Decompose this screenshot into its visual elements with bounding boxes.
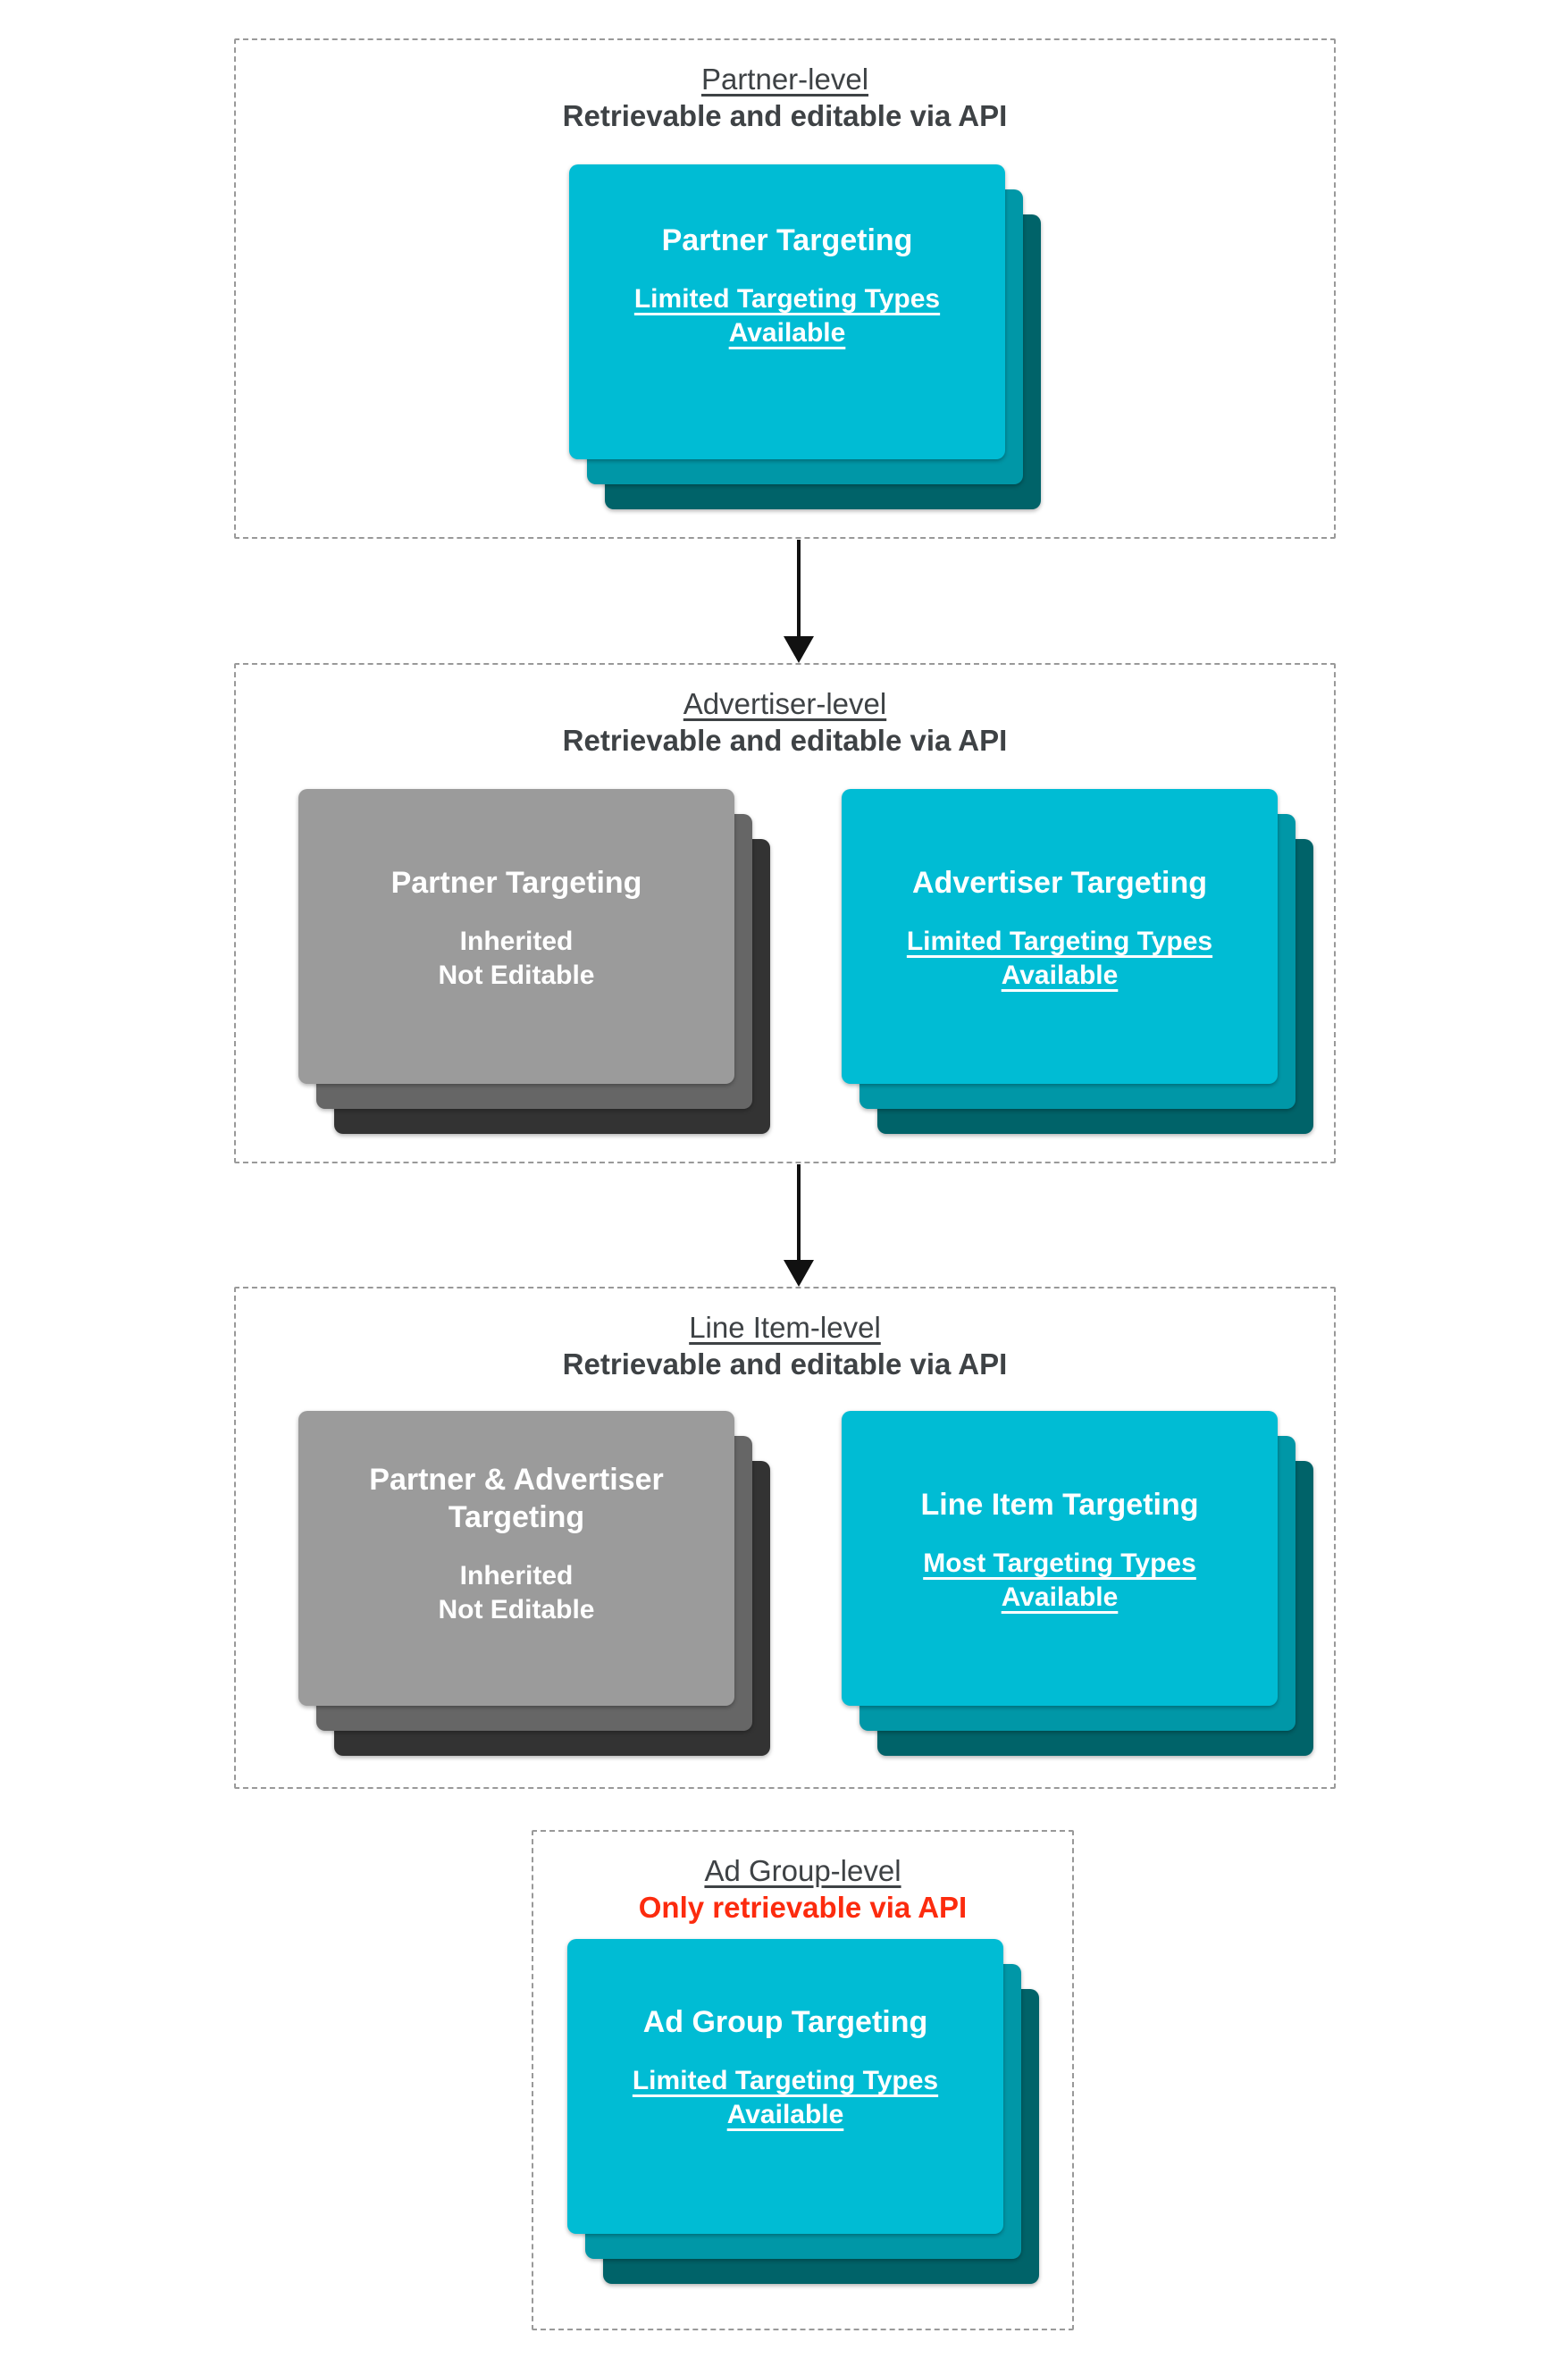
card-stack-ad-group-targeting: Ad Group Targeting Limited Targeting Typ…	[567, 1939, 1039, 2284]
card-title: Partner & Advertiser Targeting	[369, 1463, 664, 1534]
card-body-line: Limited Targeting Types	[632, 2066, 939, 2095]
card-stack-inherited-partner-targeting: Partner Targeting Inherited Not Editable	[298, 789, 770, 1134]
card-ad-group-targeting: Ad Group Targeting Limited Targeting Typ…	[567, 1939, 1003, 2234]
card-body-line: Available	[1001, 961, 1119, 990]
card-body-line: Available	[1001, 1582, 1119, 1612]
section-ad-group-title: Ad Group-level	[704, 1854, 901, 1887]
card-body-line: Inherited	[459, 927, 574, 956]
section-advertiser-level: Advertiser-level Retrievable and editabl…	[234, 663, 1336, 1163]
card-body-line: Not Editable	[438, 1595, 595, 1624]
card-body-line: Most Targeting Types	[923, 1549, 1196, 1578]
section-line-item-level: Line Item-level Retrievable and editable…	[234, 1287, 1336, 1789]
card-line-item-targeting: Line Item Targeting Most Targeting Types…	[842, 1411, 1278, 1706]
card-inherited-partner-targeting: Partner Targeting Inherited Not Editable	[298, 789, 734, 1084]
section-line-item-header: Line Item-level Retrievable and editable…	[236, 1288, 1334, 1383]
section-line-item-title: Line Item-level	[689, 1311, 881, 1344]
section-advertiser-header: Advertiser-level Retrievable and editabl…	[236, 665, 1334, 760]
card-title: Line Item Targeting	[920, 1488, 1199, 1522]
card-body: Limited Targeting Types Available	[594, 2064, 977, 2132]
section-partner-header: Partner-level Retrievable and editable v…	[236, 40, 1334, 135]
section-ad-group-subtitle: Only retrievable via API	[638, 1891, 968, 1924]
card-body: Inherited Not Editable	[325, 925, 708, 993]
card-body-line: Limited Targeting Types	[633, 284, 941, 314]
section-partner-level: Partner-level Retrievable and editable v…	[234, 38, 1336, 539]
card-title: Ad Group Targeting	[642, 2005, 928, 2039]
section-partner-title: Partner-level	[700, 63, 869, 96]
card-stack-advertiser-targeting: Advertiser Targeting Limited Targeting T…	[842, 789, 1313, 1134]
down-arrow-head-icon	[784, 1260, 814, 1287]
card-stack-line-item-targeting: Line Item Targeting Most Targeting Types…	[842, 1411, 1313, 1756]
section-ad-group-level: Ad Group-level Only retrievable via API …	[532, 1830, 1074, 2330]
card-inherited-partner-advertiser-targeting: Partner & Advertiser Targeting Inherited…	[298, 1411, 734, 1706]
card-body-line: Limited Targeting Types	[906, 927, 1213, 956]
card-stack-inherited-partner-advertiser-targeting: Partner & Advertiser Targeting Inherited…	[298, 1411, 770, 1756]
card-advertiser-targeting: Advertiser Targeting Limited Targeting T…	[842, 789, 1278, 1084]
section-line-item-subtitle: Retrievable and editable via API	[562, 1347, 1008, 1381]
card-body: Most Targeting Types Available	[868, 1547, 1251, 1615]
card-partner-targeting: Partner Targeting Limited Targeting Type…	[569, 164, 1005, 459]
card-title: Partner Targeting	[390, 866, 642, 900]
card-body-line: Available	[726, 2100, 844, 2129]
card-body-line: Inherited	[459, 1561, 574, 1591]
section-advertiser-subtitle: Retrievable and editable via API	[562, 724, 1008, 757]
card-body-line: Available	[728, 318, 846, 348]
section-advertiser-title: Advertiser-level	[683, 687, 887, 720]
card-title: Advertiser Targeting	[911, 866, 1207, 900]
card-stack-partner-targeting: Partner Targeting Limited Targeting Type…	[569, 164, 1041, 509]
card-title: Partner Targeting	[661, 223, 913, 257]
card-body: Limited Targeting Types Available	[868, 925, 1251, 993]
card-body: Inherited Not Editable	[325, 1559, 708, 1627]
section-partner-subtitle: Retrievable and editable via API	[562, 99, 1008, 132]
down-arrow-head-icon	[784, 636, 814, 663]
card-body: Limited Targeting Types Available	[596, 282, 978, 350]
down-arrow-line	[797, 540, 801, 638]
down-arrow-line	[797, 1164, 801, 1262]
section-ad-group-header: Ad Group-level Only retrievable via API	[533, 1832, 1072, 1926]
card-body-line: Not Editable	[438, 961, 595, 990]
